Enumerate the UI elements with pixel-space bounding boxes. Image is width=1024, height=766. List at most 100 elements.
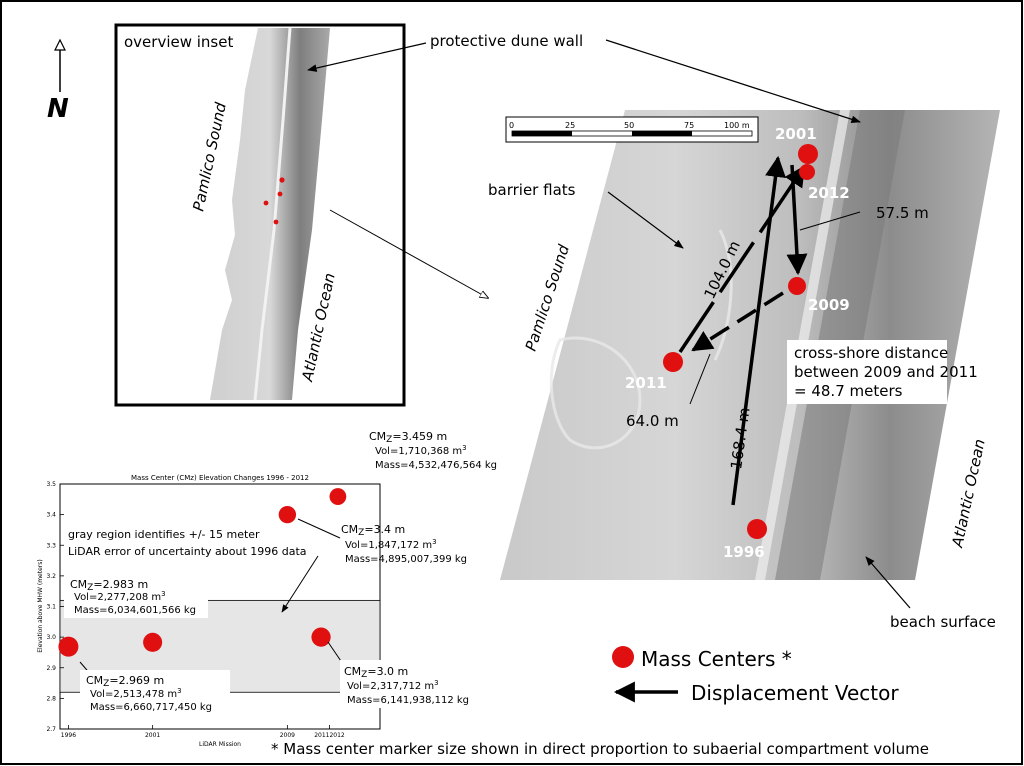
elevation-chart: Mass Center (CMz) Elevation Changes 1996…	[37, 430, 497, 748]
dune-wall-pointer-map	[605, 39, 861, 123]
y-tick-label: 3.5	[46, 481, 56, 488]
annotation-cmz: CMZ=3.0 m	[344, 665, 408, 680]
beach-surface-pointer	[865, 556, 911, 609]
y-tick-label: 3.1	[46, 604, 56, 611]
annotation-cmz-value: 3.459 m	[402, 430, 448, 443]
data-points	[58, 488, 347, 657]
cross-shore-line: = 48.7 meters	[794, 382, 903, 400]
y-tick-label: 3.3	[46, 542, 56, 549]
annotation-2009: CMZ=3.4 m Vol=1,847,172 m3 Mass=4,895,00…	[297, 518, 467, 565]
annotation-mass: Mass=6,034,601,566 kg	[74, 605, 196, 616]
distance-label: 57.5 m	[876, 204, 929, 222]
x-tick-label: 20112012	[314, 732, 345, 739]
data-point-1996	[58, 636, 79, 657]
cross-shore-callout: cross-shore distance between 2009 and 20…	[787, 340, 978, 404]
x-axis: 1996 2001 2009 20112012	[61, 725, 345, 739]
north-label: N	[47, 94, 69, 124]
annotation-cmz-value: 2.969 m	[119, 674, 165, 687]
data-point-2009	[278, 505, 297, 524]
legend-displacement: Displacement Vector	[691, 681, 899, 705]
scale-tick-label: 50	[624, 121, 634, 130]
x-axis-label: LiDAR Mission	[199, 741, 241, 748]
distance-label: 64.0 m	[626, 412, 679, 430]
band-note-pointer	[281, 555, 319, 613]
legend-mass-centers: Mass Centers *	[641, 647, 792, 671]
cross-shore-line: between 2009 and 2011	[794, 363, 978, 381]
annotation-cmz-value: 3.4 m	[374, 523, 406, 536]
y-tick-label: 2.7	[46, 726, 56, 733]
data-point-2001	[143, 632, 163, 652]
footnote: * Mass center marker size shown in direc…	[271, 740, 929, 758]
displacement-vectors	[678, 155, 861, 506]
annotation-vol: Vol=1,847,172 m3	[345, 538, 437, 551]
scale-tick-label: 25	[565, 121, 575, 130]
mass-center-marker	[788, 277, 806, 295]
scale-tick-label: 100 m	[724, 121, 750, 130]
data-point-2011	[311, 627, 331, 647]
north-arrow: N	[47, 38, 69, 124]
annotation-mass: Mass=6,660,717,450 kg	[90, 702, 212, 713]
annotation-1996: CMZ=2.969 m Vol=2,513,478 m3 Mass=6,660,…	[79, 661, 230, 716]
year-label: 2011	[625, 374, 667, 392]
leader-64m	[689, 353, 711, 405]
inset-marker	[279, 177, 285, 183]
annotation-cmz: CMZ=2.969 m	[86, 674, 164, 689]
dune-wall-pointer-inset	[307, 42, 427, 72]
cross-shore-line: cross-shore distance	[794, 344, 948, 362]
inset-title: overview inset	[124, 33, 233, 51]
vector-2009-2011	[691, 291, 784, 352]
annotation-vol: Vol=1,710,368 m3	[375, 444, 467, 457]
annotation-cmz-value: 3.0 m	[377, 665, 409, 678]
data-point-2012	[329, 488, 347, 505]
annotation-vol-value: Vol=2,317,712 m	[347, 681, 434, 692]
annotation-cmz-value: 2.983 m	[103, 578, 149, 591]
barrier-flats-pointer	[607, 191, 684, 249]
year-label: 2001	[775, 125, 817, 143]
annotation-2011: CMZ=3.0 m Vol=2,317,712 m3 Mass=6,141,93…	[327, 641, 480, 708]
annotation-cmz: CMZ=3.459 m	[369, 430, 447, 445]
mass-center-marker	[663, 352, 683, 372]
annotation-vol: Vol=2,513,478 m3	[90, 687, 182, 700]
mass-center-marker	[747, 519, 767, 539]
barrier-flats-label: barrier flats	[488, 181, 576, 199]
vector-2011-2012	[678, 165, 806, 353]
annotation-cmz: CMZ=3.4 m	[341, 523, 405, 538]
y-tick-label: 2.9	[46, 665, 56, 672]
inset-marker	[273, 219, 279, 225]
year-label: 2009	[808, 296, 850, 314]
annotation-vol: Vol=2,277,208 m3	[74, 590, 166, 603]
legend: Mass Centers * Displacement Vector	[612, 646, 899, 705]
annotation-vol-value: Vol=2,513,478 m	[90, 689, 177, 700]
band-note: LiDAR error of uncertainty about 1996 da…	[68, 545, 307, 558]
annotation-vol-value: Vol=1,710,368 m	[375, 446, 462, 457]
scale-tick-label: 75	[684, 121, 694, 130]
year-label: 1996	[723, 543, 765, 561]
mass-center-markers: 2001 2012 2009 2011 1996	[625, 125, 850, 561]
overview-inset: overview inset Pamlico Sound Atlantic Oc…	[114, 23, 406, 407]
x-tick-label: 2001	[145, 732, 160, 739]
dune-wall-label: protective dune wall	[430, 32, 583, 50]
inset-island-shape	[210, 28, 330, 400]
mass-center-marker	[799, 164, 815, 180]
annotation-mass: Mass=4,895,007,399 kg	[345, 554, 467, 565]
scale-tick-label: 0	[509, 121, 514, 130]
chart-title: Mass Center (CMz) Elevation Changes 1996…	[131, 474, 309, 482]
y-tick-label: 3.2	[46, 573, 56, 580]
year-label: 2012	[808, 184, 850, 202]
annotation-vol-value: Vol=1,847,172 m	[345, 540, 432, 551]
annotation-2001: CMZ=2.983 m Vol=2,277,208 m3 Mass=6,034,…	[64, 574, 208, 618]
legend-marker	[612, 646, 634, 668]
y-axis-label: Elevation above MHW (meters)	[37, 559, 44, 652]
mass-center-marker	[798, 144, 818, 164]
inset-marker	[277, 191, 283, 197]
y-tick-label: 3.0	[46, 634, 56, 641]
annotation-mass: Mass=4,532,476,564 kg	[375, 460, 497, 471]
y-axis: 2.72.82.93.03.13.23.33.43.5	[46, 481, 64, 733]
x-tick-label: 2009	[280, 732, 295, 739]
annotation-vol: Vol=2,317,712 m3	[347, 679, 439, 692]
band-note: gray region identifies +/- 15 meter	[68, 528, 260, 541]
x-tick-label: 1996	[61, 732, 76, 739]
annotation-cmz: CMZ=2.983 m	[70, 578, 148, 593]
y-tick-label: 2.8	[46, 695, 56, 702]
